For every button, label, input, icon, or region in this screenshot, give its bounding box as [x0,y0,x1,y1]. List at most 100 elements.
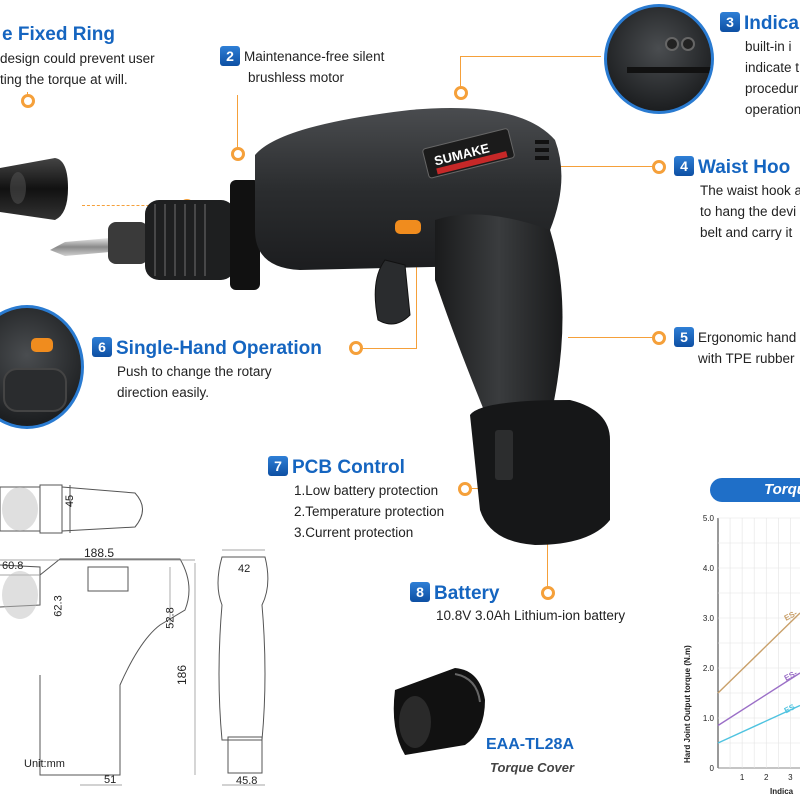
feature-7-desc: 1.Low battery protection 2.Temperature p… [294,480,444,543]
feature-1-line-2: ting the torque at will. [0,72,128,87]
indicator-led-1 [665,37,679,51]
trigger [374,259,411,325]
feature-4-number: 4 [674,156,694,176]
feature-2-line-1: Maintenance-free silent [244,49,385,64]
chart-ytick-label: 4.0 [703,564,715,573]
chart-series-line-1 [717,612,800,694]
leader-6 [362,223,417,349]
indicator-grille [627,67,711,73]
trigger-detail [3,368,67,412]
feature-8-number: 8 [410,582,430,602]
feature-1-desc: design could prevent user ting the torqu… [0,48,155,90]
dim-60-8: 60.8 [2,560,24,572]
indicator-led-2 [681,37,695,51]
callout-dot-5 [652,331,666,345]
chart-series-label-3: ES [783,702,797,715]
battery-pack [470,400,610,545]
chart-ytick-label: 2.0 [703,664,715,673]
feature-5-line-2: with TPE rubber [698,351,795,366]
chart-ytick-label: 3.0 [703,614,715,623]
dim-42: 42 [238,563,251,575]
direction-switch-main [395,220,421,234]
feature-7-line-1: 1.Low battery protection [294,483,439,498]
feature-2-line-2: brushless motor [248,70,345,85]
feature-4-line-3: belt and carry it [700,225,793,240]
accessory-name: Torque Cover [490,760,575,775]
feature-6-desc: Push to change the rotary direction easi… [117,361,272,403]
dim-62-3: 62.3 [52,595,65,617]
chart-title: Torqu [764,481,800,498]
feature-7-line-2: 2.Temperature protection [294,504,445,519]
feature-8-desc: 10.8V 3.0Ah Lithium-ion battery [436,605,625,626]
feature-4-title-text: Waist Hoo [698,157,791,178]
dimension-drawing [0,484,269,786]
screwdriver-bit [50,238,110,256]
feature-3-line-3: procedur [745,81,799,96]
chart-series-line-2 [717,672,800,727]
chart-ylabel: Hard Joint Output torque (N.m) [683,645,692,763]
chart-xtick-label: 3 [788,773,793,782]
leader-8 [547,540,548,588]
callout-dot-1 [21,94,35,108]
chart-series-line-3 [717,704,800,744]
callout-dot-2 [231,147,245,161]
chart-ytick-label: 5.0 [703,514,715,523]
feature-8-title-text: Battery [434,583,500,604]
feature-7-line-3: 3.Current protection [294,525,414,540]
leader-5 [568,337,656,338]
dim-51: 51 [104,774,117,786]
feature-5-number: 5 [674,327,694,347]
chart-series-label-1: ES- [783,608,799,622]
direction-switch [31,338,53,352]
feature-6-title-text: Single-Hand Operation [116,338,322,359]
feature-3-line-4: operation [745,102,800,117]
chart-xlabel: Indica [770,787,794,796]
leader-4 [550,166,654,167]
feature-3-number: 3 [720,12,740,32]
feature-2: 2 Maintenance-free silent brushless motor [220,46,384,88]
feature-7-number: 7 [268,456,288,476]
unit-label: Unit:mm [24,758,65,770]
feature-4-line-2: to hang the devi [700,204,797,219]
feature-6-line-2: direction easily. [117,385,210,400]
feature-8-line-1: 10.8V 3.0Ah Lithium-ion battery [436,608,626,623]
dim-45: 45 [64,494,77,508]
dim-186: 186 [175,664,190,686]
indicator-zoom-circle [604,4,714,114]
feature-7-title-text: PCB Control [292,457,405,478]
chart-title-banner: Torqu [710,478,800,502]
dim-45-8: 45.8 [236,775,258,787]
chart-ytick-label: 1.0 [703,714,715,723]
handle-grip [435,214,563,425]
chart-ytick-label: 0 [710,764,715,773]
leader-ring [82,205,184,206]
leader-2 [237,95,238,150]
callout-dot-7 [458,482,472,496]
accessory-model: EAA-TL28A [486,736,575,753]
feature-6-number: 6 [92,337,112,357]
torque-cover-image [393,668,485,755]
feature-3-desc: built-in i indicate t procedur operation [745,36,800,120]
feature-2-number: 2 [220,46,240,66]
callout-dot-6 [349,341,363,355]
chart-xtick-label: 2 [764,773,769,782]
fixed-ring-image [0,158,68,220]
feature-4-desc: The waist hook a to hang the devi belt a… [700,180,800,243]
feature-4-line-1: The waist hook a [700,183,800,198]
callout-dot-4 [652,160,666,174]
feature-3-line-1: built-in i [745,39,792,54]
dim-52-8: 52.8 [164,607,177,629]
screwdriver-product-image: SUMAKE [50,108,610,545]
chart-series-label-2: ES- [783,668,799,682]
feature-3-line-2: indicate t [745,60,800,75]
callout-dot-8 [541,586,555,600]
feature-1-title: e Fixed Ring [2,24,115,45]
leader-3 [460,56,601,87]
